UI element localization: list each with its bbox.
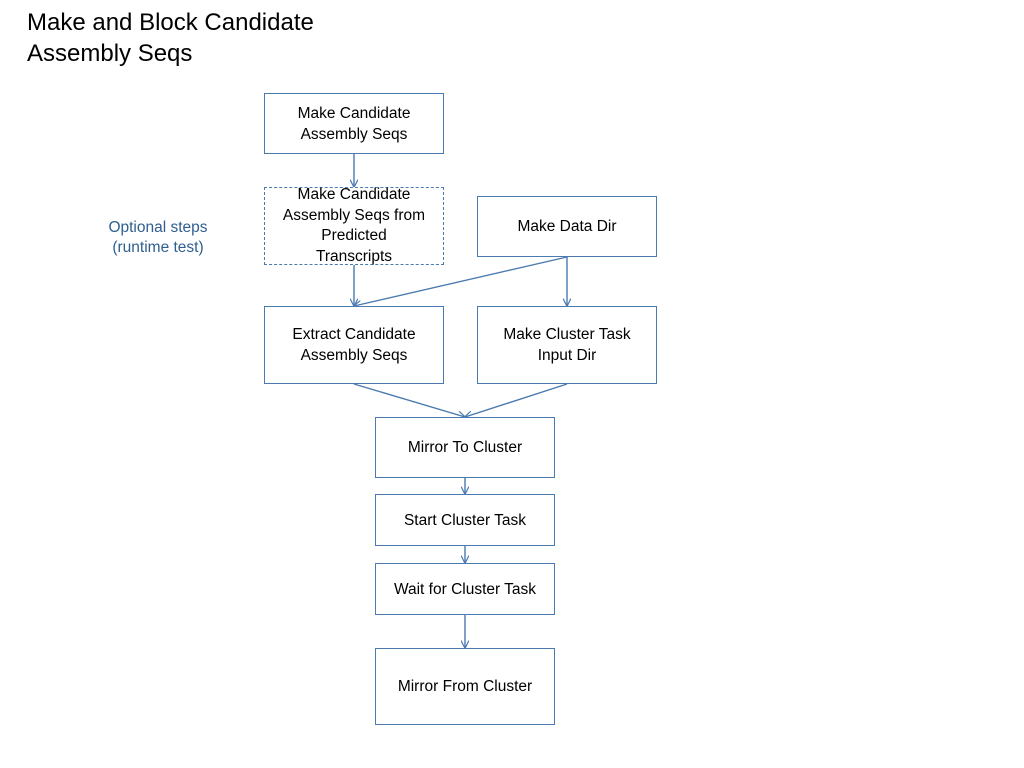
make-candidate-assembly-seqs-box: Make Candidate Assembly Seqs: [264, 93, 444, 154]
node-label: Extract Candidate Assembly Seqs: [292, 326, 416, 364]
mirror-to-cluster-box: Mirror To Cluster: [375, 417, 555, 478]
make-data-dir-box: Make Data Dir: [477, 196, 657, 257]
arrow-n5-to-n6: [465, 383, 568, 417]
node-label: Make Candidate Assembly Seqs: [297, 104, 411, 143]
node-label: Mirror From Cluster: [397, 678, 533, 695]
node-label: Make Data Dir: [517, 218, 617, 235]
node-label: Make Cluster Task Input Dir: [503, 326, 631, 364]
mirror-from-cluster-box: Mirror From Cluster: [375, 648, 555, 725]
node-label: Make Candidate Assembly Seqs from Predic…: [282, 186, 426, 265]
arrow-n3-to-n4: [354, 256, 568, 306]
make-candidate-from-predicted-transcripts-box: Make Candidate Assembly Seqs from Predic…: [264, 186, 444, 265]
make-cluster-task-input-dir-box: Make Cluster Task Input Dir: [477, 306, 657, 384]
arrow-n4-to-n6: [353, 383, 465, 417]
diagram-title: Make and Block Candidate Assembly Seqs: [27, 9, 314, 67]
optional-steps-note: Optional steps (runtime test): [108, 219, 208, 256]
wait-for-cluster-task-box: Wait for Cluster Task: [375, 563, 555, 615]
extract-candidate-assembly-seqs-box: Extract Candidate Assembly Seqs: [264, 306, 444, 384]
node-label: Wait for Cluster Task: [393, 580, 537, 598]
node-label: Start Cluster Task: [403, 511, 527, 529]
start-cluster-task-box: Start Cluster Task: [375, 494, 555, 546]
node-label: Mirror To Cluster: [407, 439, 523, 456]
